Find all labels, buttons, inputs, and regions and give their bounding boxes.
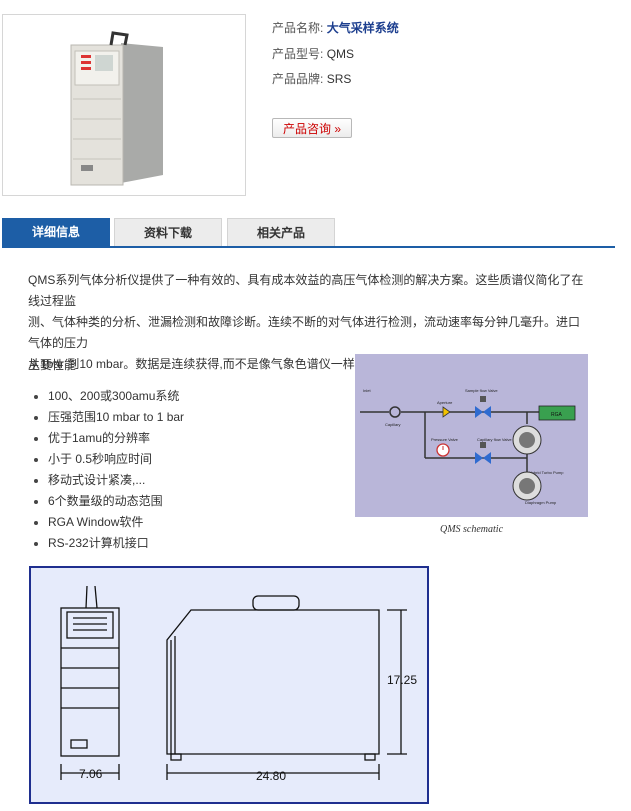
product-name-row: 产品名称: 大气采样系统 — [272, 19, 399, 36]
schematic-label-pressure-valve: Pressure Valve — [431, 437, 459, 442]
product-description: QMS系列气体分析仪提供了一种有效的、具有成本效益的高压气体检测的解决方案。这些… — [28, 270, 588, 375]
dimension-depth: 24.80 — [256, 769, 286, 783]
description-line: 测、气体种类的分析、泄漏检测和故障诊断。连续不断的对气体进行检测，流动速率每分钟… — [28, 315, 581, 350]
product-brand-row: 产品品牌: SRS — [272, 70, 351, 87]
schematic-label-inlet: Inlet — [363, 388, 371, 393]
schematic-label-rga: RGA — [551, 412, 563, 418]
product-image — [2, 14, 246, 196]
schematic-label-diaphragm: Diaphragm Pump — [525, 500, 557, 505]
detail-tabs: 详细信息 资料下载 相关产品 — [2, 218, 615, 248]
description-line: 从1bar 到10 mbar。数据是连续获得,而不是像气象色谱仪一样需要分批进行… — [28, 357, 463, 371]
feature-item: 6个数量级的动态范围 — [28, 491, 184, 512]
schematic-label-sample-valve: Sample flow Valve — [465, 388, 498, 393]
feature-item: RGA Window软件 — [28, 512, 184, 533]
tab-details[interactable]: 详细信息 — [2, 218, 110, 246]
features-title: 主要性能 — [28, 358, 77, 372]
product-consult-button[interactable]: 产品咨询 » — [272, 118, 352, 138]
schematic-label-turbo: Hybrid Turbo Pump — [529, 470, 564, 475]
tab-downloads[interactable]: 资料下载 — [114, 218, 222, 246]
dimension-drawing: 7.06 24.80 17.25 — [29, 566, 429, 804]
schematic-label-capillary-valve: Capillary flow Valve — [477, 437, 512, 442]
schematic-diagram: Inlet Capillary Aperture Sample flow Val… — [360, 388, 576, 505]
features-list: 100、200或300amu系统 压强范围10 mbar to 1 bar 优于… — [28, 386, 184, 554]
dimension-height: 17.25 — [387, 673, 417, 687]
feature-item: 小于 0.5秒响应时间 — [28, 449, 184, 470]
product-model-label: 产品型号: — [272, 47, 324, 61]
product-brand-value: SRS — [326, 72, 352, 86]
dimension-diagram: 7.06 24.80 17.25 — [60, 585, 417, 783]
feature-item: 压强范围10 mbar to 1 bar — [28, 407, 184, 428]
feature-item: 100、200或300amu系统 — [28, 386, 184, 407]
description-line: QMS系列气体分析仪提供了一种有效的、具有成本效益的高压气体检测的解决方案。这些… — [28, 273, 584, 308]
schematic-label-aperture: Aperture — [437, 400, 453, 405]
product-photo — [70, 31, 163, 186]
product-name-value: 大气采样系统 — [326, 21, 399, 35]
product-brand-label: 产品品牌: — [272, 72, 324, 86]
schematic-caption: QMS schematic — [439, 524, 504, 535]
tab-related-products[interactable]: 相关产品 — [227, 218, 335, 246]
schematic-label-capillary: Capillary — [385, 422, 401, 427]
dimension-width: 7.06 — [79, 767, 103, 781]
product-model-row: 产品型号: QMS — [272, 45, 354, 62]
feature-item: 移动式设计紧凑,... — [28, 470, 184, 491]
product-model-value: QMS — [326, 47, 355, 61]
feature-item: 优于1amu的分辨率 — [28, 428, 184, 449]
qms-schematic: Inlet Capillary Aperture Sample flow Val… — [355, 354, 588, 517]
product-name-label: 产品名称: — [272, 21, 324, 35]
feature-item: RS-232计算机接口 — [28, 533, 184, 554]
